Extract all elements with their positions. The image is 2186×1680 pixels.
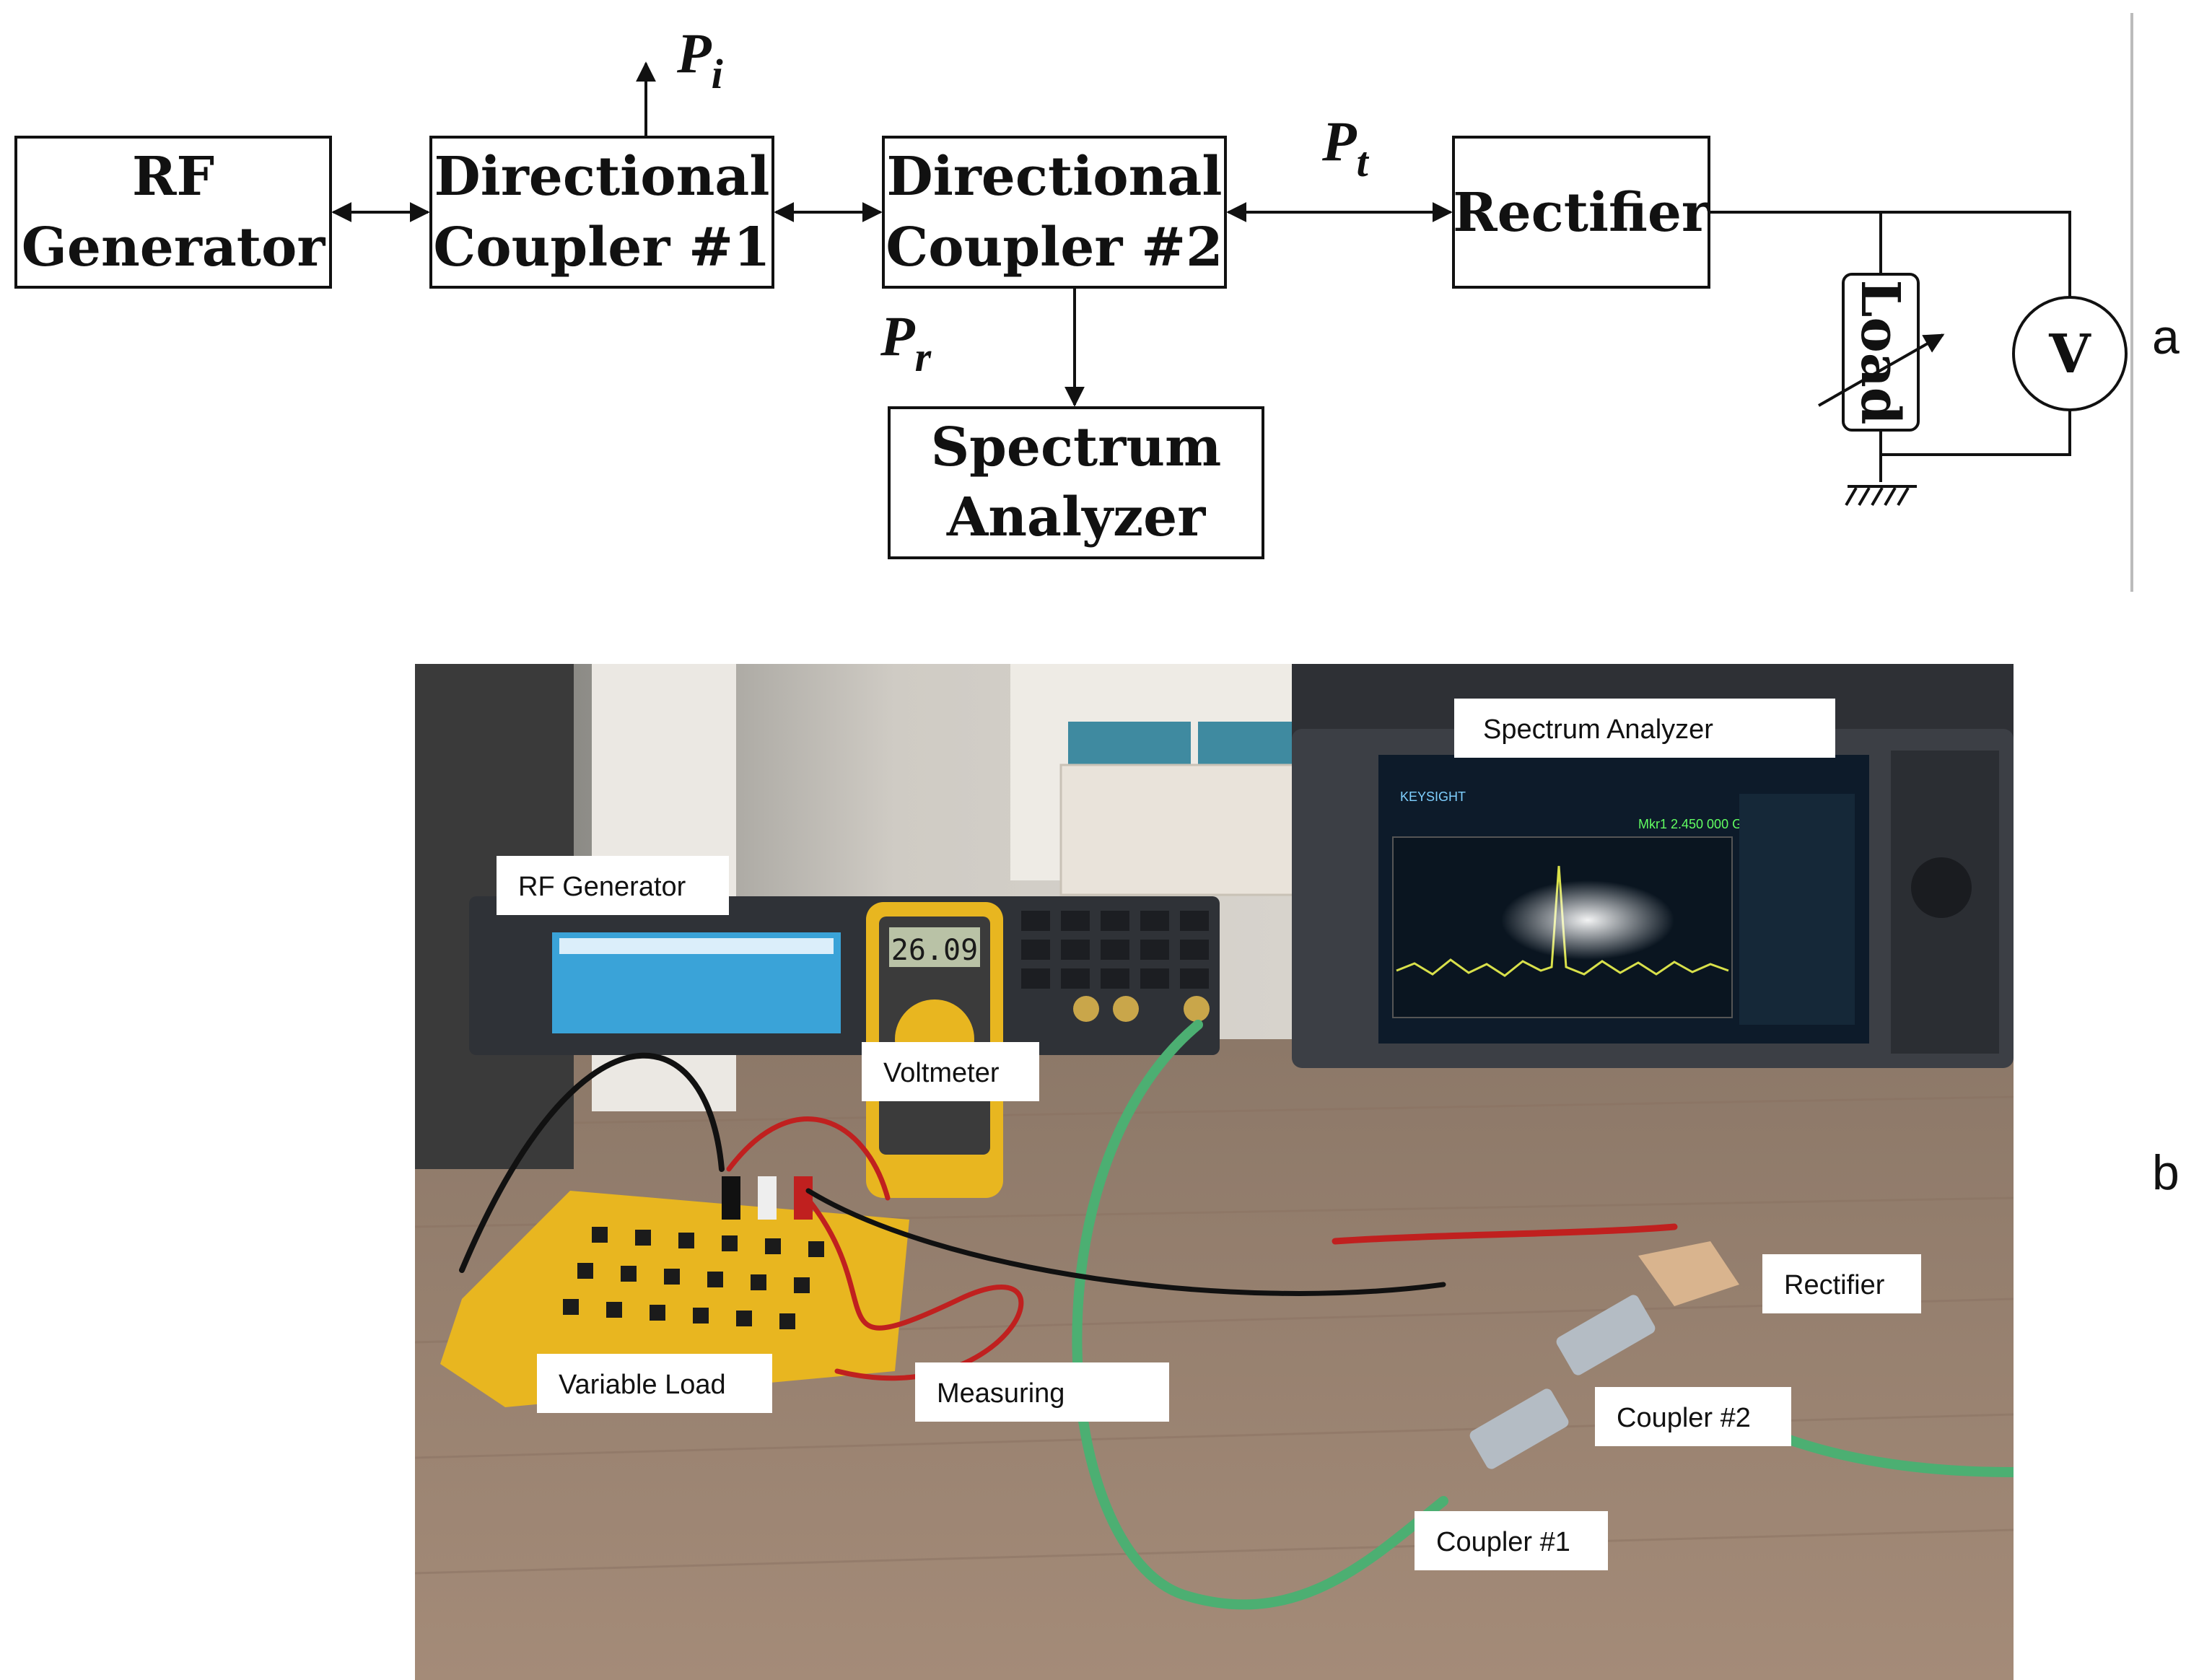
callout-coupler1: Coupler #1 [1415, 1511, 1608, 1570]
block-diagram: RF Generator Directional Coupler #1 Dire… [14, 13, 2180, 592]
panel-label-b: b [2152, 1145, 2180, 1200]
svg-text:RF Generator: RF Generator [518, 872, 686, 902]
svg-text:Voltmeter: Voltmeter [883, 1058, 1000, 1088]
rectifier-label: Rectifier [1453, 182, 1710, 244]
callout-rectifier: Rectifier [1762, 1254, 1921, 1313]
coupler2-line1: Directional [887, 146, 1223, 208]
coupler1-line1: Directional [434, 146, 770, 208]
meter-reading: 26.09 [891, 934, 978, 967]
spectrum-analyzer-line1: Spectrum [931, 416, 1222, 478]
callout-variable-load: Variable Load [537, 1354, 772, 1413]
photo-panel: KEYSIGHT Mkr1 2.450 000 GHz 26.09 [415, 664, 2180, 1680]
rf-generator-device [469, 896, 1220, 1055]
rectifier-block: Rectifier [1452, 136, 1710, 289]
coupler2-block: Directional Coupler #2 [882, 136, 1227, 289]
voltmeter-label: V [2048, 323, 2091, 385]
callout-voltmeter: Voltmeter [862, 1042, 1039, 1101]
variable-load-device [440, 1176, 909, 1407]
svg-text:Measuring: Measuring [937, 1378, 1064, 1409]
incident-power-label: Pi [676, 22, 723, 97]
svg-text:Variable Load: Variable Load [559, 1370, 726, 1400]
panel-label-a: a [2152, 310, 2180, 364]
load-label: Load [1849, 279, 1911, 424]
callout-spectrum-analyzer: Spectrum Analyzer [1454, 699, 1835, 758]
svg-text:Spectrum Analyzer: Spectrum Analyzer [1483, 714, 1713, 745]
spectrum-analyzer-device: KEYSIGHT Mkr1 2.450 000 GHz [1292, 729, 2014, 1068]
couplers [1469, 1241, 1739, 1469]
rf-generator-line1: RF [132, 146, 214, 208]
svg-text:Coupler #1: Coupler #1 [1436, 1527, 1570, 1557]
spectrum-analyzer-block: Spectrum Analyzer [888, 406, 1264, 559]
svg-text:Rectifier: Rectifier [1784, 1270, 1885, 1300]
cables [459, 1020, 2014, 1610]
rf-generator-block: RF Generator [14, 136, 332, 289]
load-circuit [1709, 211, 2128, 507]
transmitted-power-label: Pt [1321, 110, 1370, 185]
spectrum-analyzer-line2: Analyzer [946, 486, 1206, 548]
svg-text:Coupler #2: Coupler #2 [1617, 1403, 1751, 1433]
coupler1-line2: Coupler #1 [433, 216, 770, 279]
sa-marker: Mkr1 2.450 000 GHz [1638, 817, 1758, 831]
rf-generator-line2: Generator [22, 216, 326, 279]
callout-rf-generator: RF Generator [497, 856, 729, 915]
callout-measuring: Measuring [915, 1362, 1169, 1422]
callout-coupler2: Coupler #2 [1595, 1387, 1791, 1446]
coupler2-line2: Coupler #2 [886, 216, 1223, 279]
coupler1-block: Directional Coupler #1 [429, 136, 774, 289]
reflected-power-label: Pr [880, 305, 932, 380]
sa-brand: KEYSIGHT [1400, 789, 1466, 804]
